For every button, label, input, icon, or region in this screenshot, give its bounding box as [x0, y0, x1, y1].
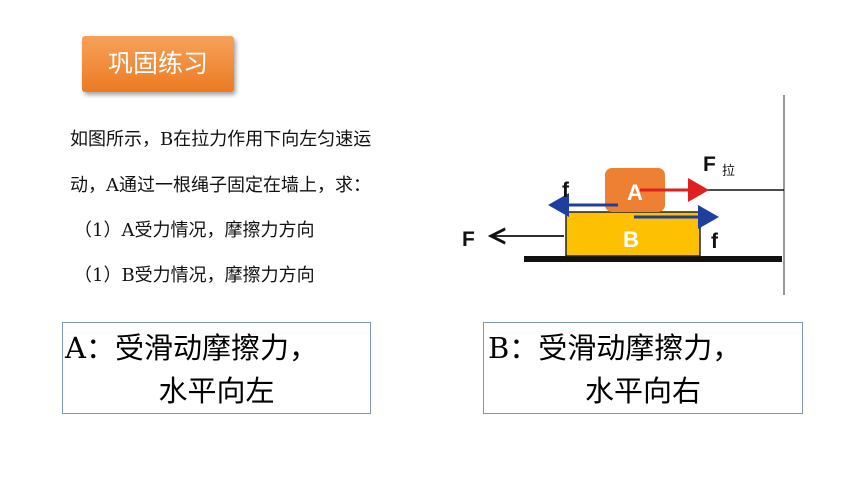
answer-a-line-1: A：受滑动摩擦力，: [65, 331, 318, 365]
question-item-1: （1）A受力情况，摩擦力方向: [74, 220, 315, 241]
answer-a-line-2: 水平向左: [158, 374, 275, 408]
answer-a-box: A：受滑动摩擦力， 水平向左: [62, 322, 371, 414]
question-line-2: 动，A通过一根绳子固定在墙上，求：: [70, 175, 371, 196]
answer-b-line-1: B：受滑动摩擦力，: [488, 331, 742, 365]
block-b-label: B: [623, 227, 639, 252]
answer-b-box: B：受滑动摩擦力， 水平向右: [483, 322, 803, 414]
answer-b-line-2: 水平向右: [584, 374, 701, 408]
friction-top-label: f: [562, 179, 570, 202]
question-line-1: 如图所示，B在拉力作用下向左匀速运: [70, 129, 372, 150]
block-a: [605, 168, 665, 212]
force-f-label: F: [462, 228, 475, 251]
question-item-2: （1）B受力情况，摩擦力方向: [74, 265, 315, 286]
block-a-label: A: [627, 180, 643, 205]
block-b: [565, 211, 701, 257]
friction-bottom-label: f: [711, 230, 719, 253]
section-title-badge: 巩固练习: [82, 36, 234, 92]
pull-force-label: F: [703, 153, 716, 176]
ground: [524, 256, 782, 262]
pull-force-subscript: 拉: [722, 164, 735, 179]
